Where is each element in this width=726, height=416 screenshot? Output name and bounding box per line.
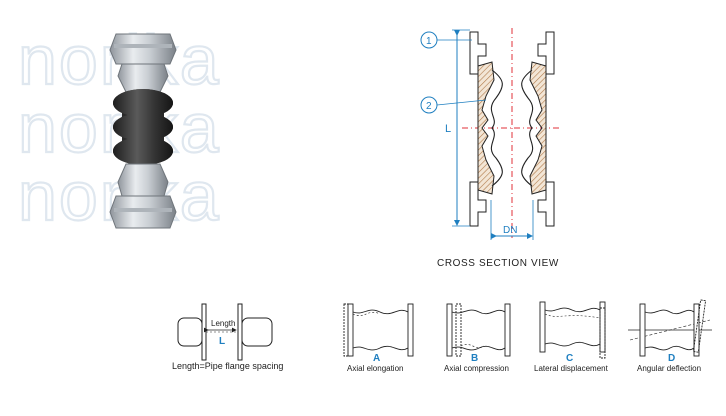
- movement-c-caption: Lateral displacement: [534, 364, 609, 373]
- callout-2-leader: [436, 99, 487, 106]
- callout-1-label: 1: [426, 36, 432, 47]
- cross-section-view: L DN 1 2 CROSS SECTION VIEW: [420, 28, 562, 269]
- movement-d: D Angular deflection: [628, 299, 712, 373]
- movement-d-caption: Angular deflection: [637, 364, 701, 373]
- movement-b-caption: Axial compression: [444, 364, 509, 373]
- movement-a-caption: Axial elongation: [347, 364, 403, 373]
- length-dim-label: Length: [211, 319, 235, 328]
- length-diagram: Length L Length=Pipe flange spacing: [172, 303, 283, 371]
- callout-2-label: 2: [426, 101, 432, 112]
- dn-dimension-label: DN: [503, 225, 517, 236]
- movement-b: B Axial compression: [444, 303, 511, 373]
- left-wall: [469, 31, 503, 227]
- movement-c: C Lateral displacement: [534, 301, 609, 373]
- movement-a: A Axial elongation: [343, 303, 414, 373]
- length-caption: Length=Pipe flange spacing: [172, 361, 283, 371]
- length-symbol: L: [219, 336, 225, 347]
- rubber-bellows: [113, 89, 173, 165]
- movement-b-letter: B: [471, 353, 478, 364]
- length-dimension-label: L: [445, 123, 451, 135]
- movement-d-letter: D: [668, 353, 675, 364]
- right-wall: [521, 31, 555, 227]
- cross-section-caption: CROSS SECTION VIEW: [437, 258, 559, 269]
- movement-a-letter: A: [373, 353, 380, 364]
- movement-c-letter: C: [566, 353, 573, 364]
- product-photo: [109, 33, 177, 229]
